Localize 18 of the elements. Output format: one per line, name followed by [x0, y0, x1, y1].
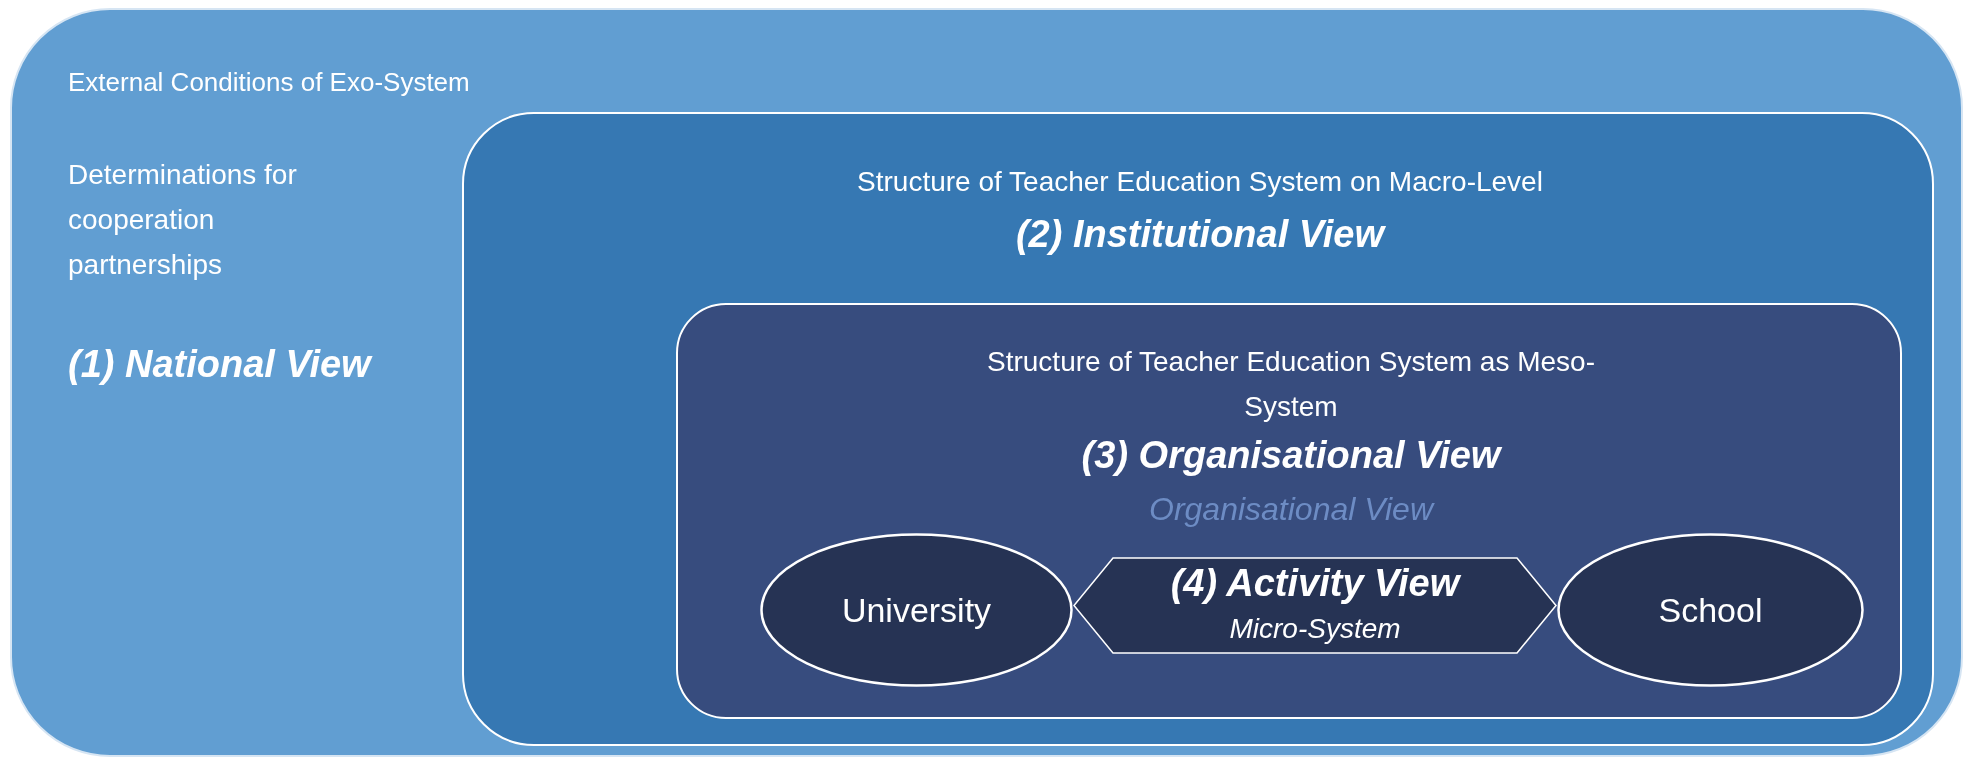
node-label: Determinations for cooperation partnerships	[68, 158, 298, 282]
view-title: (3) Organisational View	[1080, 433, 1503, 478]
node-label: External Conditions of Exo-System	[68, 66, 471, 99]
ellipse-shape	[760, 533, 1073, 687]
node-label: School	[1657, 590, 1764, 631]
view-title: (1) National View	[68, 342, 374, 387]
ellipse-shape	[1557, 533, 1864, 687]
hexagon-shape	[1073, 557, 1557, 654]
view-title: (4) Activity View	[1169, 561, 1462, 606]
node-label: Structure of Teacher Education System on Macro-Level	[856, 165, 1544, 199]
view-title: (2) Institutional View	[1014, 212, 1387, 257]
inner-panel	[462, 112, 1934, 746]
outer-panel	[10, 8, 1963, 757]
node-label: Organisational View	[1148, 490, 1436, 529]
inner-panel	[676, 303, 1902, 719]
node-label: Micro-System	[1228, 612, 1402, 646]
node-label: Structure of Teacher Education System as Meso-System	[986, 345, 1596, 424]
node-label: University	[840, 590, 993, 631]
